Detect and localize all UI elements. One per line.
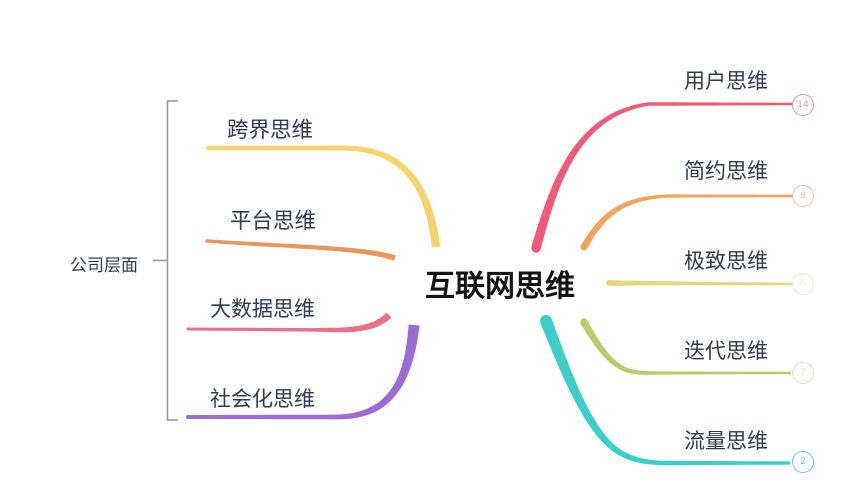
badge-value: 8: [800, 191, 806, 201]
count-badge: 7: [792, 362, 814, 384]
node-label-jizhi[interactable]: 极致思维: [684, 249, 768, 273]
badge-value: 2: [800, 457, 806, 467]
badge-value: 6: [800, 279, 806, 289]
central-topic[interactable]: 互联网思维: [425, 269, 575, 304]
node-label-pingtai[interactable]: 平台思维: [230, 209, 317, 234]
count-badge: 6: [792, 273, 814, 295]
node-label-diedai[interactable]: 迭代思维: [684, 339, 768, 363]
count-badge: 8: [792, 185, 814, 207]
node-label-shehuihua[interactable]: 社会化思维: [210, 387, 315, 411]
badge-value: 14: [797, 100, 809, 110]
node-label-dashuju[interactable]: 大数据思维: [210, 297, 315, 321]
node-label-yonghu[interactable]: 用户思维: [684, 69, 768, 93]
node-label-kuajie[interactable]: 跨界思维: [227, 118, 314, 143]
count-badge: 2: [792, 451, 814, 473]
badge-value: 7: [800, 368, 806, 378]
count-badge: 14: [792, 94, 814, 116]
group-label: 公司层面: [70, 256, 138, 276]
node-label-jianyue[interactable]: 简约思维: [684, 159, 768, 183]
node-label-liuliang[interactable]: 流量思维: [684, 429, 768, 453]
